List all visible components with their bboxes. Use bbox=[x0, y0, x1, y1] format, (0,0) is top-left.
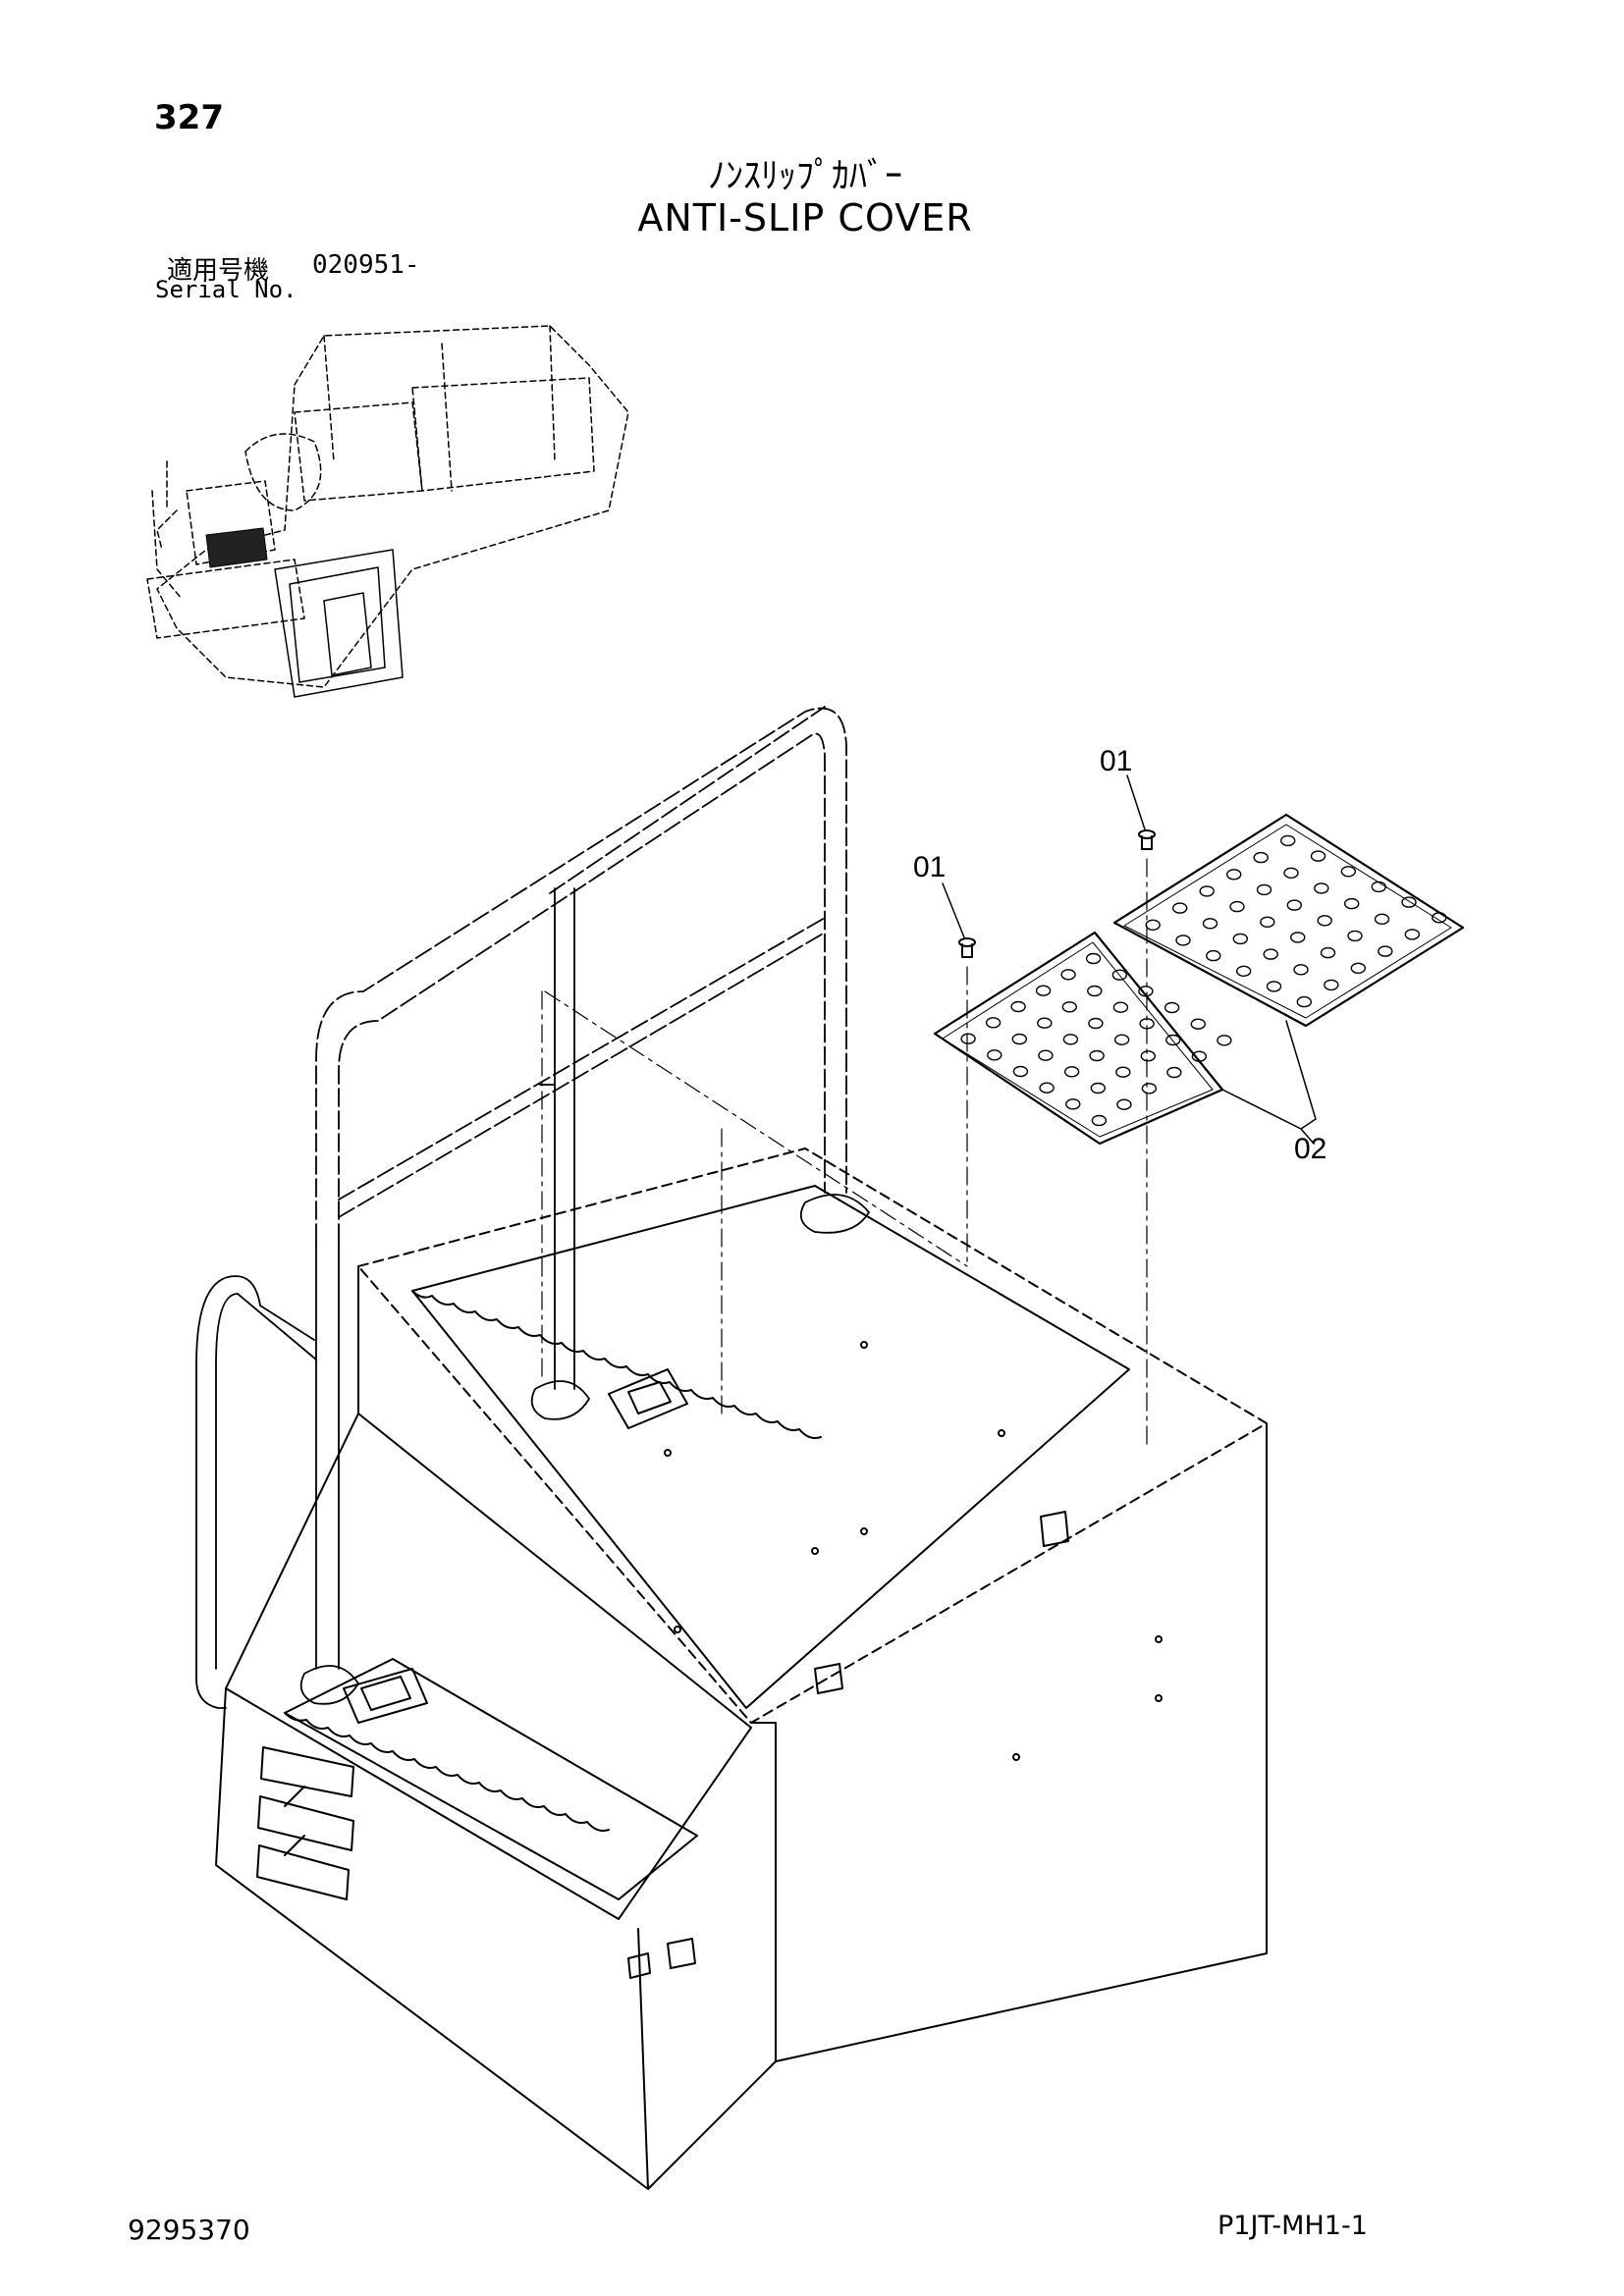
page-number: 327 bbox=[154, 98, 224, 137]
anti-slip-plate-right bbox=[1112, 813, 1465, 1028]
anti-slip-hole bbox=[985, 1017, 1001, 1029]
page-code: P1JT-MH1-1 bbox=[1218, 2211, 1368, 2241]
anti-slip-hole bbox=[1324, 979, 1339, 991]
anti-slip-hole bbox=[1256, 883, 1272, 896]
anti-slip-hole-pattern bbox=[960, 834, 1447, 1127]
anti-slip-hole bbox=[1060, 969, 1076, 981]
anti-slip-hole bbox=[1293, 964, 1309, 976]
anti-slip-hole bbox=[1111, 969, 1128, 981]
anti-slip-hole bbox=[1202, 918, 1218, 930]
anti-slip-hole bbox=[1206, 949, 1221, 962]
callout-leaders bbox=[942, 774, 1317, 1145]
screw-left bbox=[958, 937, 976, 958]
anti-slip-hole bbox=[1260, 916, 1275, 928]
anti-slip-hole bbox=[1340, 866, 1357, 878]
anti-slip-hole bbox=[1062, 1034, 1079, 1045]
anti-slip-hole bbox=[1320, 946, 1336, 959]
handrails bbox=[195, 706, 870, 1709]
anti-slip-hole bbox=[1116, 1098, 1132, 1110]
anti-slip-hole bbox=[1190, 1018, 1207, 1030]
document-number: 9295370 bbox=[128, 2214, 250, 2246]
anti-slip-hole bbox=[1141, 1083, 1158, 1095]
callout-plates: 02 bbox=[1294, 1133, 1326, 1165]
anti-slip-hole bbox=[1166, 1066, 1182, 1079]
anti-slip-hole bbox=[1113, 1034, 1130, 1045]
anti-slip-hole bbox=[1091, 1114, 1108, 1127]
anti-slip-hole bbox=[1145, 919, 1161, 931]
title-english: ANTI-SLIP COVER bbox=[637, 196, 973, 240]
anti-slip-hole bbox=[1037, 1017, 1053, 1029]
anti-slip-hole bbox=[1088, 1017, 1104, 1030]
anti-slip-hole bbox=[1140, 1050, 1157, 1062]
anti-slip-hole bbox=[1378, 945, 1393, 957]
anti-slip-hole bbox=[1065, 1098, 1081, 1110]
anti-slip-hole bbox=[1171, 902, 1188, 914]
anti-slip-hole bbox=[1229, 900, 1245, 913]
anti-slip-hole bbox=[1314, 882, 1329, 894]
anti-slip-hole bbox=[1404, 929, 1421, 940]
step-box bbox=[215, 1148, 1268, 2190]
anti-slip-hole bbox=[1432, 912, 1447, 924]
anti-slip-hole bbox=[1011, 1033, 1028, 1045]
anti-slip-hole bbox=[1175, 934, 1191, 946]
machine-overview-thumbnail bbox=[146, 325, 629, 698]
serial-label-japanese: 適用号機 bbox=[167, 256, 270, 286]
anti-slip-hole bbox=[1112, 1001, 1129, 1013]
anti-slip-hole bbox=[1063, 1066, 1080, 1078]
anti-slip-hole bbox=[1012, 1065, 1029, 1078]
anti-slip-hole bbox=[1035, 985, 1052, 996]
anti-slip-hole bbox=[1225, 869, 1242, 881]
anti-slip-hole bbox=[1038, 1049, 1054, 1061]
anti-slip-hole bbox=[1317, 915, 1332, 927]
anti-slip-hole bbox=[1343, 897, 1360, 910]
anti-slip-hole bbox=[1010, 1000, 1026, 1013]
anti-slip-hole bbox=[1401, 896, 1417, 908]
serial-label-english: Serial No. bbox=[155, 276, 298, 303]
anti-slip-hole bbox=[1286, 899, 1303, 911]
anti-slip-hole bbox=[987, 1049, 1002, 1061]
anti-slip-hole bbox=[1253, 851, 1269, 864]
anti-slip-hole bbox=[1371, 881, 1386, 893]
anti-slip-hole bbox=[1164, 1001, 1180, 1014]
anti-slip-hole bbox=[1090, 1082, 1107, 1095]
anti-slip-hole bbox=[1087, 985, 1103, 997]
assembly-lines bbox=[541, 858, 1148, 1449]
anti-slip-hole bbox=[1289, 932, 1306, 943]
anti-slip-hole bbox=[1085, 952, 1102, 965]
anti-slip-hole bbox=[1296, 995, 1313, 1008]
anti-slip-hole bbox=[1263, 948, 1278, 960]
anti-slip-hole bbox=[1061, 1001, 1078, 1013]
anti-slip-hole bbox=[1115, 1066, 1131, 1078]
anti-slip-hole bbox=[1283, 867, 1299, 879]
anti-slip-hole bbox=[1199, 885, 1215, 897]
anti-slip-hole bbox=[1039, 1082, 1055, 1094]
anti-slip-hole bbox=[1350, 962, 1367, 974]
anti-slip-hole bbox=[1235, 965, 1252, 977]
anti-slip-hole bbox=[1089, 1049, 1105, 1062]
highlighted-antislip-area bbox=[205, 527, 268, 568]
anti-slip-hole bbox=[1266, 981, 1282, 992]
anti-slip-hole bbox=[1310, 850, 1326, 862]
anti-slip-hole bbox=[1138, 986, 1154, 997]
anti-slip-hole bbox=[1374, 913, 1390, 925]
anti-slip-hole bbox=[1279, 834, 1296, 847]
title-japanese: ﾉﾝｽﾘｯﾌﾟｶﾊﾞｰ bbox=[708, 156, 902, 196]
callout-screw-left: 01 bbox=[913, 851, 946, 883]
serial-number: 020951- bbox=[312, 250, 420, 280]
callout-screw-right: 01 bbox=[1100, 745, 1132, 777]
anti-slip-hole bbox=[1191, 1050, 1208, 1062]
anti-slip-hole bbox=[1217, 1035, 1232, 1046]
anti-slip-hole bbox=[1165, 1034, 1181, 1046]
anti-slip-hole bbox=[960, 1033, 976, 1044]
anti-slip-hole bbox=[1232, 933, 1249, 945]
screw-right bbox=[1138, 829, 1156, 850]
anti-slip-hole bbox=[1347, 930, 1363, 942]
